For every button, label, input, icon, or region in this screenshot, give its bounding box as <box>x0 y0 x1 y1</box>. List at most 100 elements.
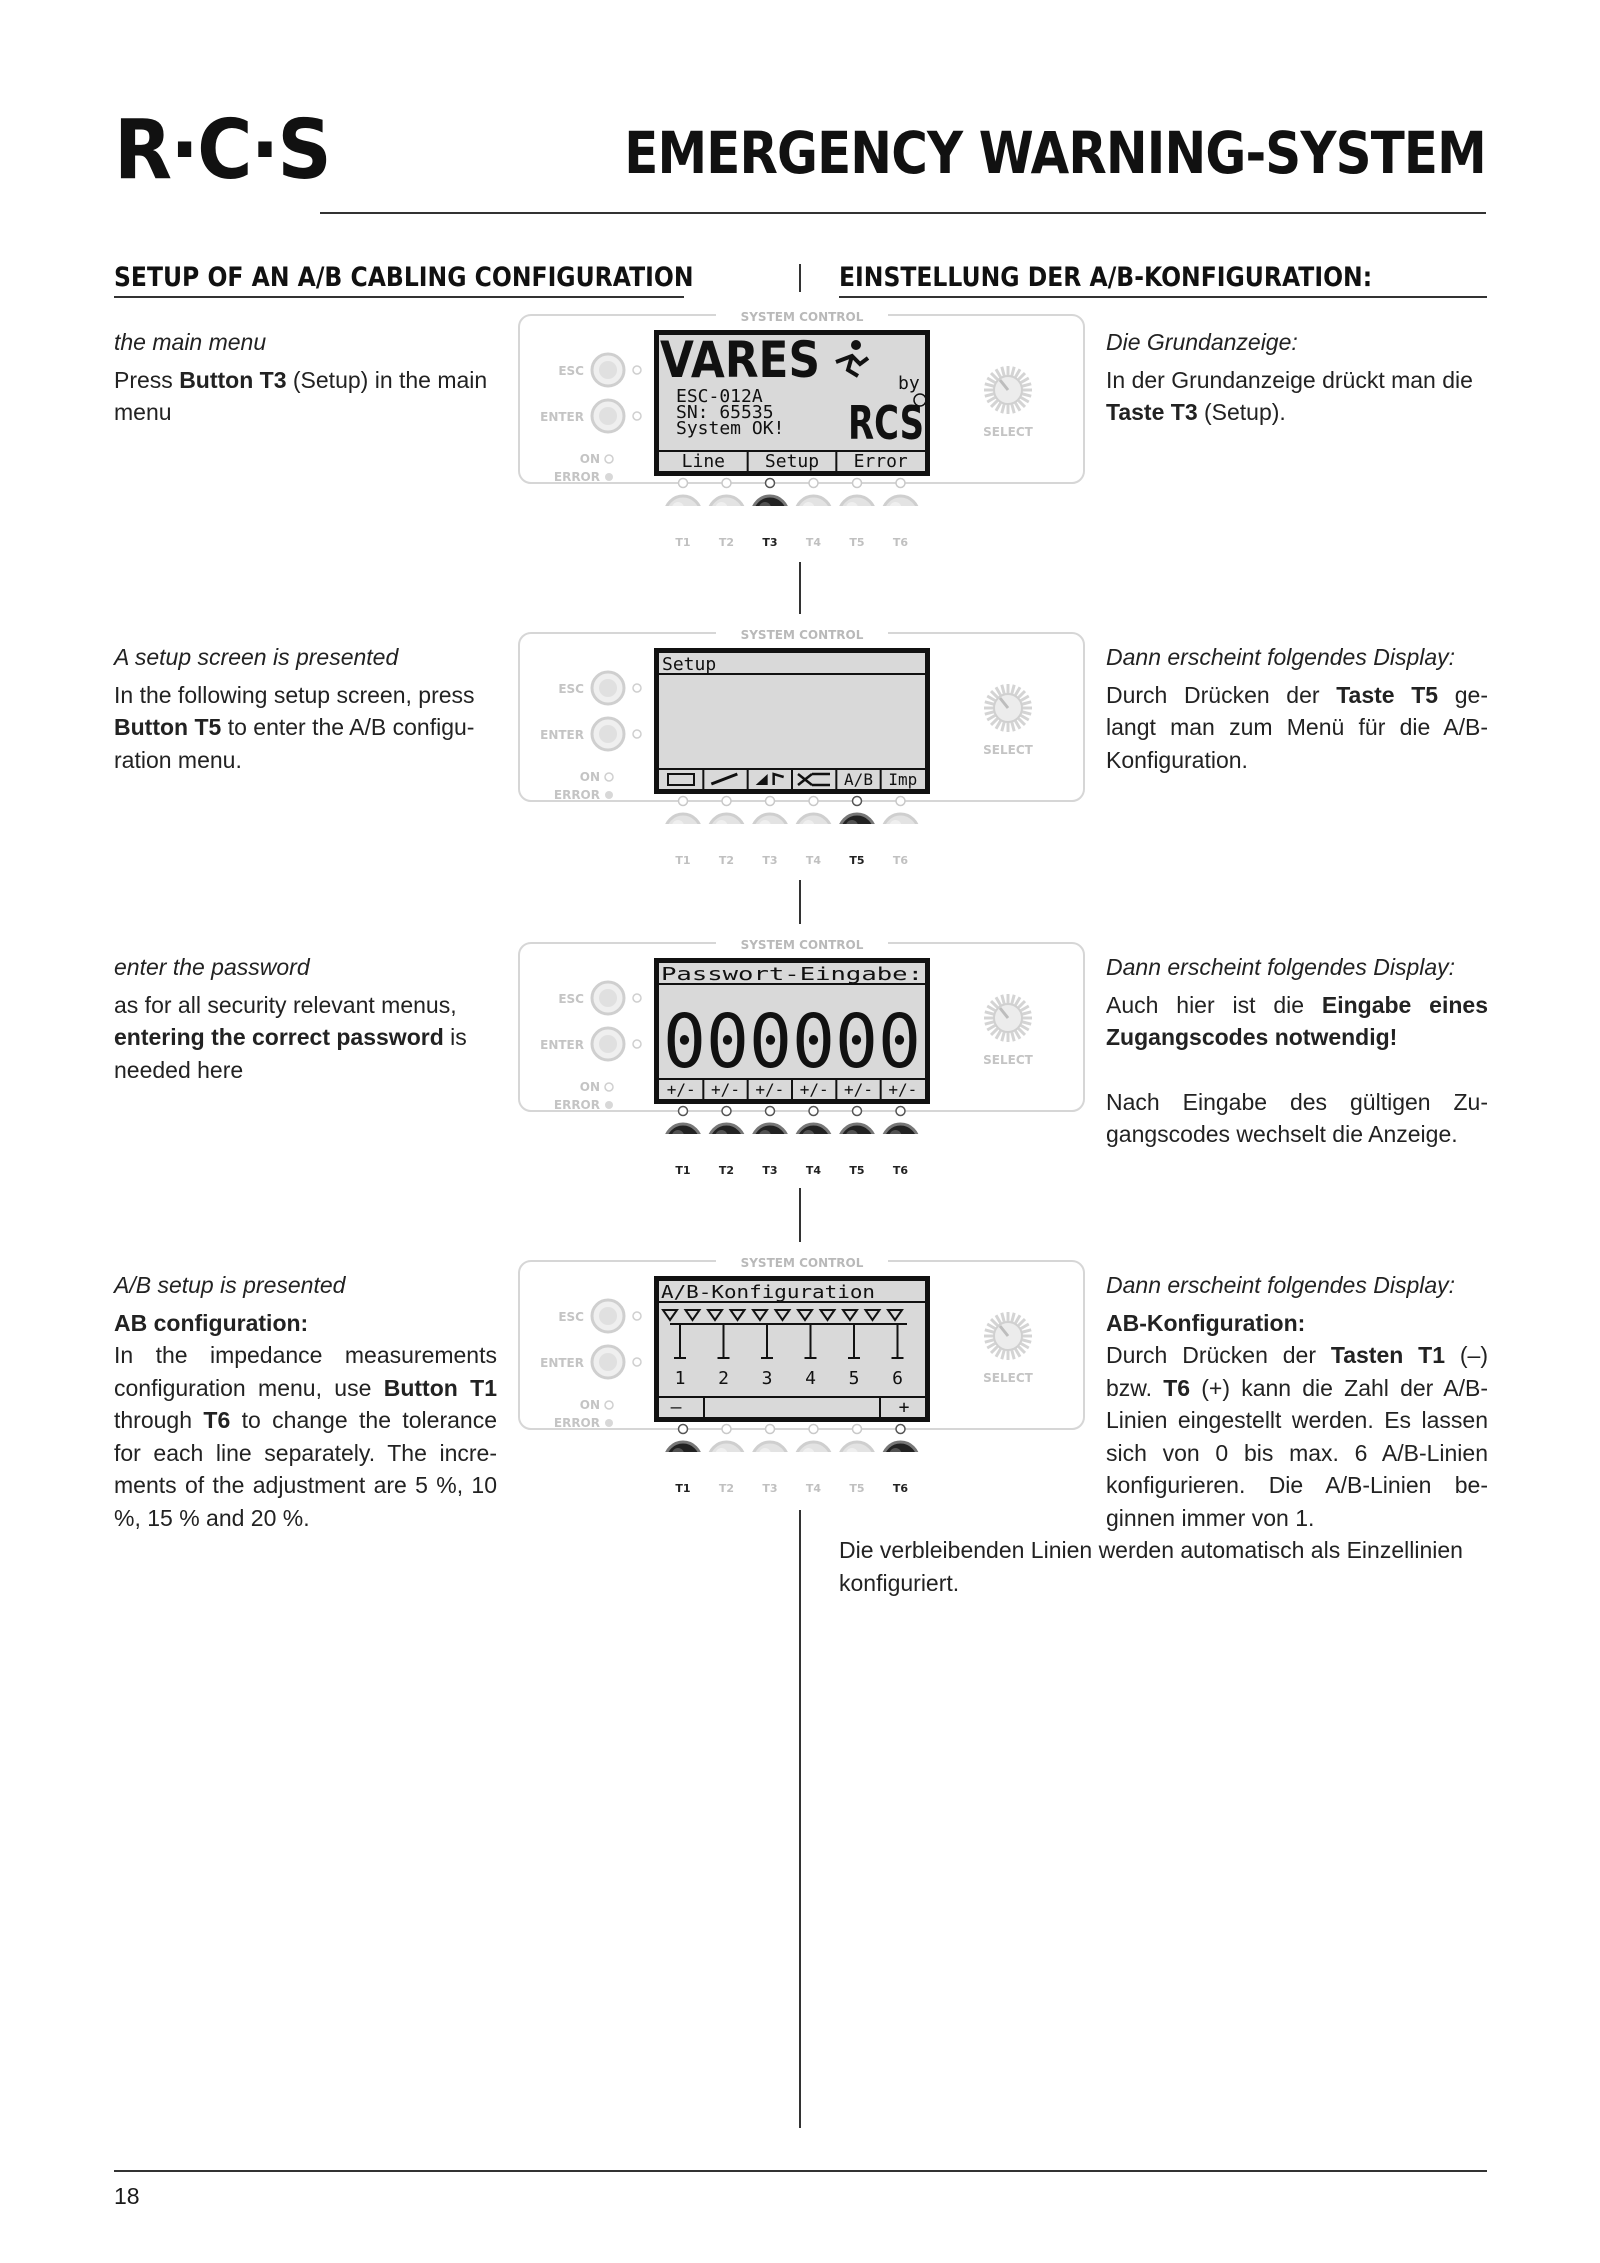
speaker-icon <box>773 1309 792 1322</box>
body-text: (Setup) in the main menu <box>114 366 488 426</box>
knob-rib <box>1000 1349 1006 1360</box>
button-led <box>677 1423 689 1435</box>
indicator-led <box>632 1357 642 1367</box>
step-body: Durch Drücken der Taste T5 ge- langt man… <box>1106 679 1488 777</box>
step-body: Auch hier ist die Eingabe eines Zugangsc… <box>1106 989 1488 1054</box>
error-label: ERROR <box>554 1416 600 1430</box>
knob-rib <box>994 996 1003 1007</box>
section-heading-de: EINSTELLUNG DER A/B-KONFIGURATION: <box>839 262 1373 293</box>
knob-rib <box>986 376 997 385</box>
knob-rib <box>1000 721 1006 732</box>
rcs-logo: R·C·S <box>114 103 332 198</box>
button-t1[interactable] <box>663 1440 703 1480</box>
esc-button-center <box>599 679 617 697</box>
button-t4[interactable] <box>794 494 833 534</box>
page-title: EMERGENCY WARNING-SYSTEM <box>624 119 1486 187</box>
page-number: 18 <box>114 2183 140 2209</box>
button-led <box>808 1423 819 1435</box>
button-t6[interactable] <box>881 1122 920 1162</box>
error-led <box>605 1419 613 1427</box>
button-label-t4: T4 <box>805 1164 822 1177</box>
softkey-label: Line <box>682 451 725 472</box>
button-t2[interactable] <box>707 494 746 534</box>
section-heading-en: SETUP OF AN A/B CABLING CONFIGURATION <box>114 262 694 293</box>
button-led <box>808 795 819 807</box>
button-t2[interactable] <box>707 812 746 852</box>
emphasis-text: T6 <box>1163 1374 1191 1401</box>
header-rule <box>320 212 1486 214</box>
knob-rib <box>1000 1312 1006 1323</box>
knob-rib <box>1013 368 1022 379</box>
button-t6[interactable] <box>881 812 920 852</box>
select-knob[interactable] <box>984 994 1032 1042</box>
step-caption: Dann erscheint folgendes Display: <box>1106 1272 1456 1298</box>
knob-rib <box>1016 398 1027 409</box>
select-knob[interactable] <box>984 366 1032 414</box>
button-label-t4: T4 <box>805 536 822 549</box>
button-t3[interactable] <box>750 494 790 534</box>
running-man-icon <box>845 355 860 378</box>
speaker-icon <box>841 1309 859 1322</box>
button-t4[interactable] <box>794 812 833 852</box>
knob-rib <box>994 368 1003 379</box>
knob-rib <box>1021 1328 1032 1334</box>
indicator-led <box>632 729 642 739</box>
panel-graphic: SYSTEM CONTROLESCENTERONERRORSELECTA/B-K… <box>518 1254 1085 1480</box>
knob-rib <box>1019 1341 1030 1350</box>
softkey-label: +/- <box>667 1080 696 1099</box>
button-label-t5: T5 <box>849 536 865 549</box>
button-t5[interactable] <box>837 494 877 534</box>
button-t3[interactable] <box>750 1440 790 1480</box>
softkey-label: +/- <box>755 1080 784 1099</box>
knob-rib <box>994 1347 1003 1358</box>
speaker-icon <box>751 1309 769 1322</box>
button-t3[interactable] <box>750 1122 790 1162</box>
esc-label: ESC <box>558 364 584 378</box>
button-t2[interactable] <box>707 1122 746 1162</box>
button-t6[interactable] <box>881 1440 920 1480</box>
on-label: ON <box>580 1398 600 1412</box>
body-text: Auch hier ist die <box>1106 991 1322 1018</box>
body-text: through <box>114 1407 204 1433</box>
step-heading: AB configuration: <box>114 1309 309 1336</box>
button-t1[interactable] <box>663 812 703 852</box>
button-t1[interactable] <box>663 1122 703 1162</box>
registered-icon <box>913 393 927 407</box>
lcd-screen <box>659 653 925 789</box>
select-knob[interactable] <box>984 1312 1032 1360</box>
column-divider <box>799 880 801 924</box>
on-led <box>604 1082 614 1092</box>
button-t5[interactable] <box>837 1122 877 1162</box>
button-label-t3: T3 <box>762 854 778 867</box>
lcd-rcs-logo: RCS <box>848 396 924 450</box>
button-t6[interactable] <box>881 494 920 534</box>
error-led <box>605 791 613 799</box>
footnote: Die verbleibenden Linien werden automati… <box>839 1537 1463 1596</box>
button-label-t4: T4 <box>805 854 822 867</box>
knob-rib <box>1019 713 1030 722</box>
button-t4[interactable] <box>794 1440 833 1480</box>
knob-rib <box>1021 710 1032 716</box>
button-label-t1: T1 <box>675 536 691 549</box>
button-t5[interactable] <box>837 1440 877 1480</box>
body-text: is needed here <box>114 1024 467 1083</box>
line-number: 1 <box>675 1368 686 1389</box>
button-label-t6: T6 <box>892 536 909 549</box>
knob-rib <box>1013 719 1022 730</box>
enter-button-center <box>599 1035 617 1053</box>
button-led <box>851 795 863 807</box>
select-knob[interactable] <box>984 684 1032 732</box>
step-caption: Dann erscheint folgendes Display: <box>1106 954 1456 980</box>
body-text: (+) kann die Zahl der A/B- Linien einges… <box>1106 1374 1488 1531</box>
button-t4[interactable] <box>794 1122 833 1162</box>
button-t5[interactable] <box>837 812 877 852</box>
button-t1[interactable] <box>663 494 703 534</box>
knob-rib <box>1000 366 1006 377</box>
emphasis-text: Tasten T1 <box>1330 1342 1446 1368</box>
enter-label: ENTER <box>540 410 584 424</box>
button-t3[interactable] <box>750 812 790 852</box>
button-t2[interactable] <box>707 1440 746 1480</box>
button-led <box>764 1105 776 1117</box>
